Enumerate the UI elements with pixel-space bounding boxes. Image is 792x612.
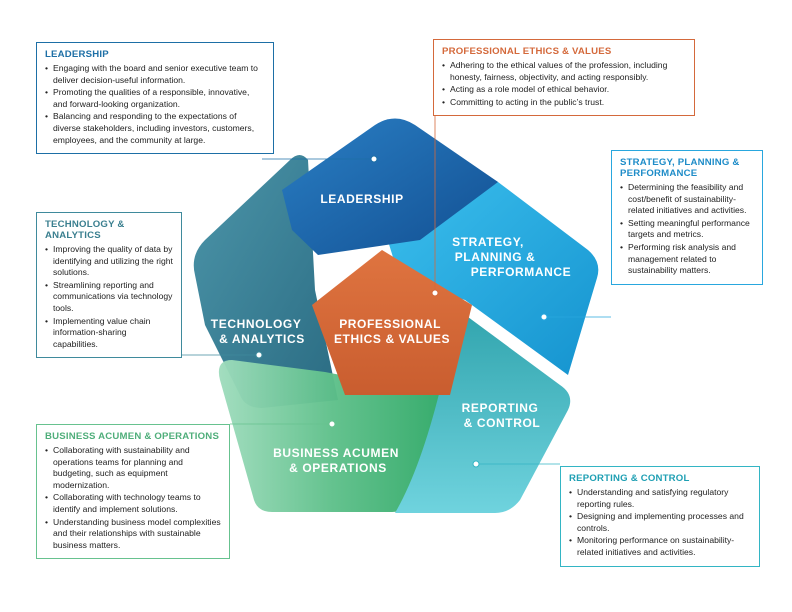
list-item: Improving the quality of data by identif… bbox=[45, 244, 173, 279]
ethics-segment bbox=[312, 250, 472, 395]
technology-label: TECHNOLOGY & ANALYTICS bbox=[211, 317, 305, 346]
leadership-list: Engaging with the board and senior execu… bbox=[45, 63, 265, 146]
ethics-box-title: PROFESSIONAL ETHICS & VALUES bbox=[442, 46, 612, 57]
ethics-label: PROFESSIONAL ETHICS & VALUES bbox=[334, 317, 450, 346]
list-item: Setting meaningful performance targets a… bbox=[620, 218, 754, 241]
business-box-title: BUSINESS ACUMEN & OPERATIONS bbox=[45, 431, 220, 442]
ethics-list: Adhering to the ethical values of the pr… bbox=[442, 60, 686, 108]
list-item: Implementing value chain information-sha… bbox=[45, 316, 173, 351]
list-item: Determining the feasibility and cost/ben… bbox=[620, 182, 754, 217]
leadership-dot bbox=[370, 155, 378, 163]
list-item: Committing to acting in the public’s tru… bbox=[442, 97, 686, 109]
business-box: BUSINESS ACUMEN & OPERATIONS Collaborati… bbox=[36, 424, 230, 560]
technology-box: TECHNOLOGY & ANALYTICS Improving the qua… bbox=[36, 212, 182, 359]
reporting-box: REPORTING & CONTROL Understanding and sa… bbox=[560, 466, 760, 567]
business-label: BUSINESS ACUMEN & OPERATIONS bbox=[273, 446, 403, 475]
list-item: Designing and implementing processes and… bbox=[569, 511, 751, 534]
list-item: Collaborating with technology teams to i… bbox=[45, 492, 221, 515]
list-item: Performing risk analysis and management … bbox=[620, 242, 754, 277]
reporting-list: Understanding and satisfying regulatory … bbox=[569, 487, 751, 559]
reporting-segment bbox=[395, 300, 571, 513]
reporting-dot bbox=[472, 460, 480, 468]
leadership-label: LEADERSHIP bbox=[320, 192, 403, 206]
technology-list: Improving the quality of data by identif… bbox=[45, 244, 173, 350]
list-item: Adhering to the ethical values of the pr… bbox=[442, 60, 686, 83]
connectors bbox=[182, 85, 611, 465]
list-item: Acting as a role model of ethical behavi… bbox=[442, 84, 686, 96]
ethics-box: PROFESSIONAL ETHICS & VALUES Adhering to… bbox=[433, 39, 695, 117]
connector-dots bbox=[255, 155, 548, 468]
leadership-segment bbox=[282, 118, 498, 255]
ethics-dot bbox=[431, 289, 439, 297]
technology-box-title: TECHNOLOGY & ANALYTICS bbox=[45, 219, 125, 241]
reporting-label: REPORTING & CONTROL bbox=[462, 401, 543, 430]
technology-dot bbox=[255, 351, 263, 359]
strategy-label: STRATEGY, PLANNING & PERFORMANCE bbox=[452, 235, 571, 279]
strategy-box-title: STRATEGY, PLANNING & PERFORMANCE bbox=[620, 157, 740, 179]
strategy-dot bbox=[540, 313, 548, 321]
list-item: Monitoring performance on sustainability… bbox=[569, 535, 751, 558]
business-list: Collaborating with sustainability and op… bbox=[45, 445, 221, 551]
list-item: Balancing and responding to the expectat… bbox=[45, 111, 265, 146]
list-item: Understanding and satisfying regulatory … bbox=[569, 487, 751, 510]
leadership-box-title: LEADERSHIP bbox=[45, 49, 109, 60]
list-item: Engaging with the board and senior execu… bbox=[45, 63, 265, 86]
strategy-box: STRATEGY, PLANNING & PERFORMANCE Determi… bbox=[611, 150, 763, 285]
business-segment bbox=[218, 360, 445, 512]
reporting-box-title: REPORTING & CONTROL bbox=[569, 473, 690, 484]
list-item: Streamlining reporting and communication… bbox=[45, 280, 173, 315]
list-item: Understanding business model complexitie… bbox=[45, 517, 221, 552]
business-dot bbox=[328, 420, 336, 428]
list-item: Collaborating with sustainability and op… bbox=[45, 445, 221, 491]
list-item: Promoting the qualities of a responsible… bbox=[45, 87, 265, 110]
leadership-box: LEADERSHIP Engaging with the board and s… bbox=[36, 42, 274, 155]
strategy-list: Determining the feasibility and cost/ben… bbox=[620, 182, 754, 277]
